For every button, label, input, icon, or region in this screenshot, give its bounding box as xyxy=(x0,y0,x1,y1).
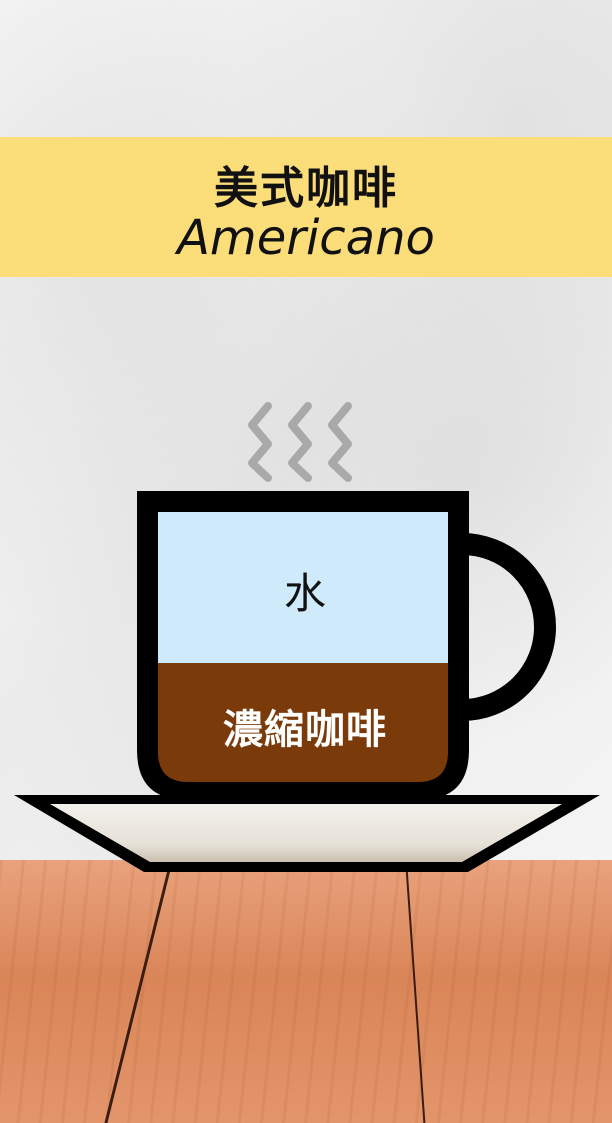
wooden-table xyxy=(0,860,612,1123)
title-chinese: 美式咖啡 xyxy=(214,163,398,214)
mug-handle xyxy=(461,533,556,721)
espresso-label: 濃縮咖啡 xyxy=(223,706,387,753)
title-banner xyxy=(0,137,612,277)
water-layer xyxy=(158,512,448,663)
steam-icon xyxy=(248,402,352,482)
title-english: Americano xyxy=(177,210,435,266)
water-label: 水 xyxy=(283,568,326,618)
espresso-layer xyxy=(158,663,448,782)
saucer-surface xyxy=(50,804,562,862)
